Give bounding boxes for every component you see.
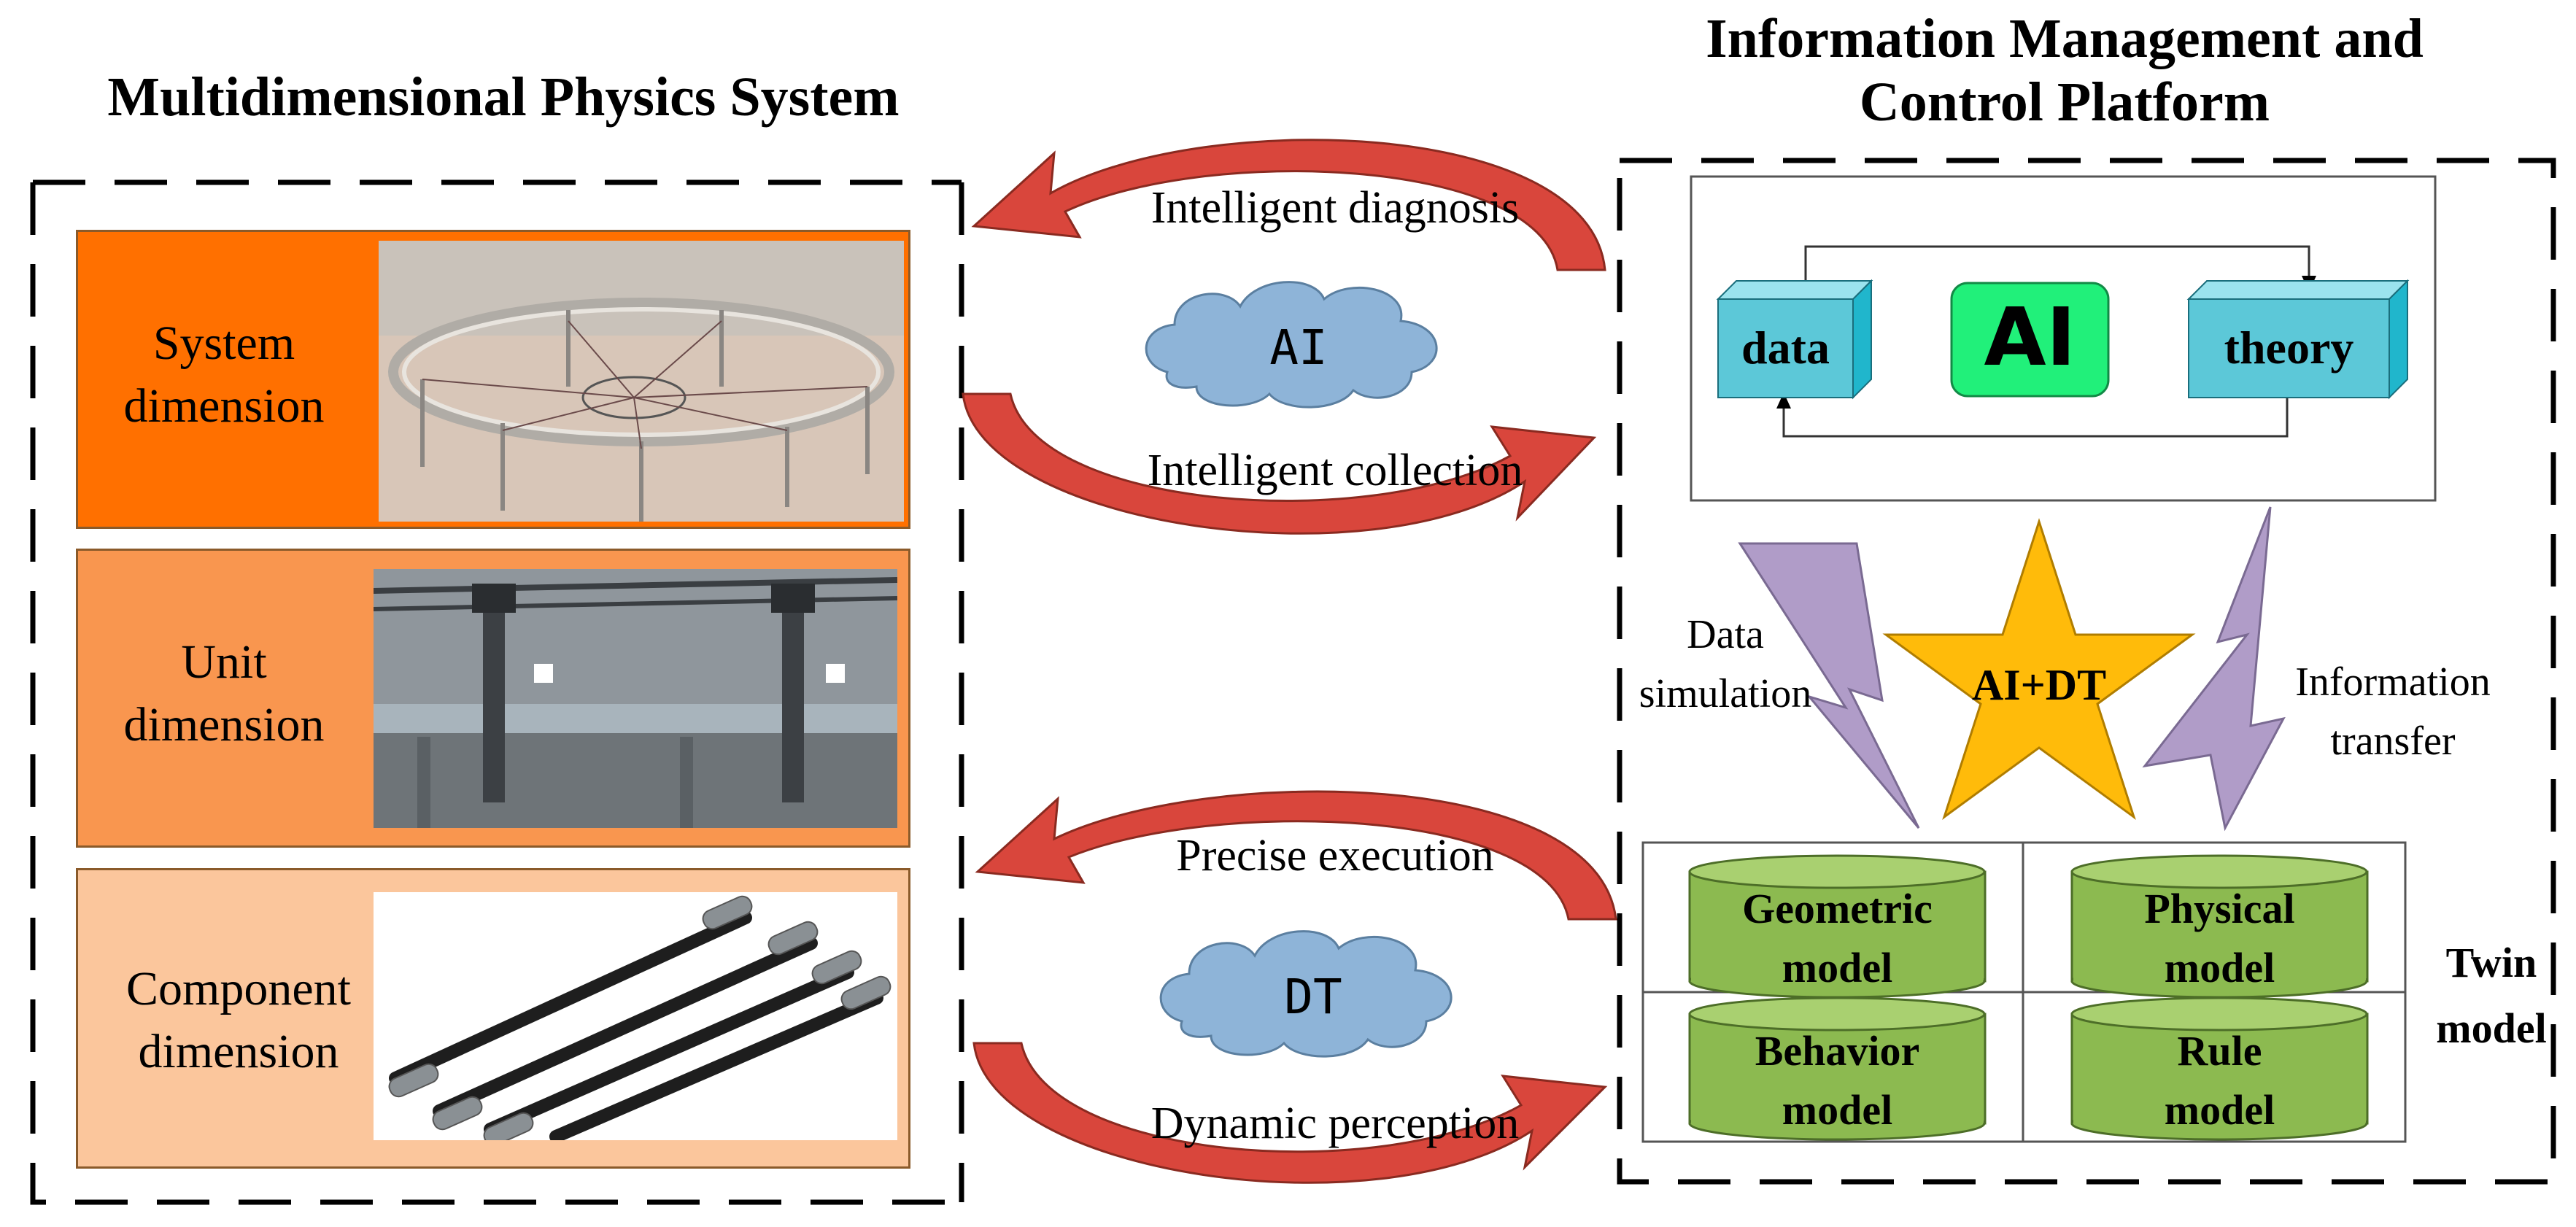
- ai-core-label: AI: [1984, 290, 2076, 384]
- unit-dimension-line1: Unit: [181, 635, 267, 689]
- dynamic-perception-label: Dynamic perception: [1150, 1099, 1520, 1148]
- information-transfer-bolt: [2142, 506, 2286, 832]
- information-transfer-line1: Information: [2295, 659, 2491, 705]
- behavior-model-line1: Behavior: [1755, 1027, 1920, 1075]
- system-dimension-label: System dimension: [78, 312, 370, 438]
- behavior-model-cylinder: [1688, 996, 1987, 1141]
- component-dimension-photo: [374, 892, 897, 1140]
- unit-dimension-label: Unit dimension: [78, 631, 370, 756]
- dt-cloud-label: DT: [1284, 969, 1342, 1025]
- left-panel-frame: [30, 179, 964, 1205]
- intelligent-diagnosis-label: Intelligent diagnosis: [1150, 183, 1520, 233]
- data-simulation-line2: simulation: [1639, 671, 1812, 717]
- right-panel-title-line2: Control Platform: [1859, 71, 2270, 133]
- data-simulation-label: Data simulation: [1612, 605, 1838, 724]
- theory-cube-label: theory: [2224, 322, 2354, 373]
- geometric-model-label: Geometric model: [1690, 879, 1985, 997]
- intelligent-collection-label: Intelligent collection: [1147, 446, 1523, 495]
- component-dimension-line1: Component: [126, 962, 351, 1015]
- rule-model-line2: model: [2164, 1086, 2275, 1134]
- data-cube-label: data: [1741, 322, 1830, 373]
- system-dimension-line1: System: [152, 317, 295, 370]
- rule-model-label: Rule model: [2072, 1021, 2367, 1139]
- twin-model-line1: Twin: [2445, 939, 2537, 986]
- behavior-model-label: Behavior model: [1690, 1021, 1985, 1139]
- right-panel-title-line1: Information Management and: [1706, 8, 2424, 69]
- geometric-model-line1: Geometric: [1742, 885, 1933, 932]
- precise-execution-label: Precise execution: [1176, 831, 1494, 880]
- rule-model-line1: Rule: [2177, 1027, 2262, 1075]
- component-dimension-line2: dimension: [138, 1024, 339, 1078]
- ai-core-box: [1950, 282, 2110, 398]
- physical-model-label: Physical model: [2072, 879, 2367, 997]
- dt-cloud: [1159, 930, 1453, 1058]
- twin-model-line2: model: [2436, 1004, 2547, 1052]
- system-dimension-photo: [379, 241, 904, 522]
- system-dimension-box: System dimension: [76, 230, 910, 529]
- precise-execution-arrow: [975, 790, 1617, 921]
- ai-cloud-label: AI: [1269, 320, 1328, 376]
- unit-dimension-photo: [374, 569, 897, 828]
- intelligent-collection-arrow: [962, 392, 1597, 535]
- component-dimension-box: Component dimension: [76, 868, 910, 1169]
- geometric-model-line2: model: [1782, 944, 1893, 992]
- unit-dimension-box: Unit dimension: [76, 549, 910, 848]
- data-cube: [1716, 279, 1873, 400]
- left-panel-title: Multidimensional Physics System: [107, 66, 900, 128]
- ai-dt-star-label: AI+DT: [1971, 661, 2107, 709]
- intelligent-diagnosis-arrow: [971, 139, 1606, 271]
- information-transfer-line2: transfer: [2330, 719, 2456, 765]
- theory-cube: [2186, 279, 2410, 400]
- unit-dimension-line2: dimension: [123, 697, 325, 751]
- ai-cloud: [1145, 281, 1438, 409]
- physical-model-line1: Physical: [2144, 885, 2295, 932]
- dynamic-perception-arrow: [972, 1042, 1608, 1184]
- component-dimension-label: Component dimension: [78, 958, 399, 1083]
- information-transfer-label: Information transfer: [2276, 653, 2510, 771]
- ai-dt-star: [1882, 518, 2196, 820]
- behavior-model-line2: model: [1782, 1086, 1893, 1134]
- rule-model-cylinder: [2070, 996, 2369, 1141]
- right-panel-title: Information Management and Control Platf…: [1634, 7, 2495, 135]
- data-simulation-bolt: [1738, 542, 1920, 829]
- data-simulation-line1: Data: [1687, 612, 1764, 657]
- geometric-model-cylinder: [1688, 854, 1987, 999]
- physical-model-line2: model: [2164, 944, 2275, 992]
- twin-model-label: Twin model: [2411, 930, 2572, 1061]
- system-dimension-line2: dimension: [123, 379, 325, 433]
